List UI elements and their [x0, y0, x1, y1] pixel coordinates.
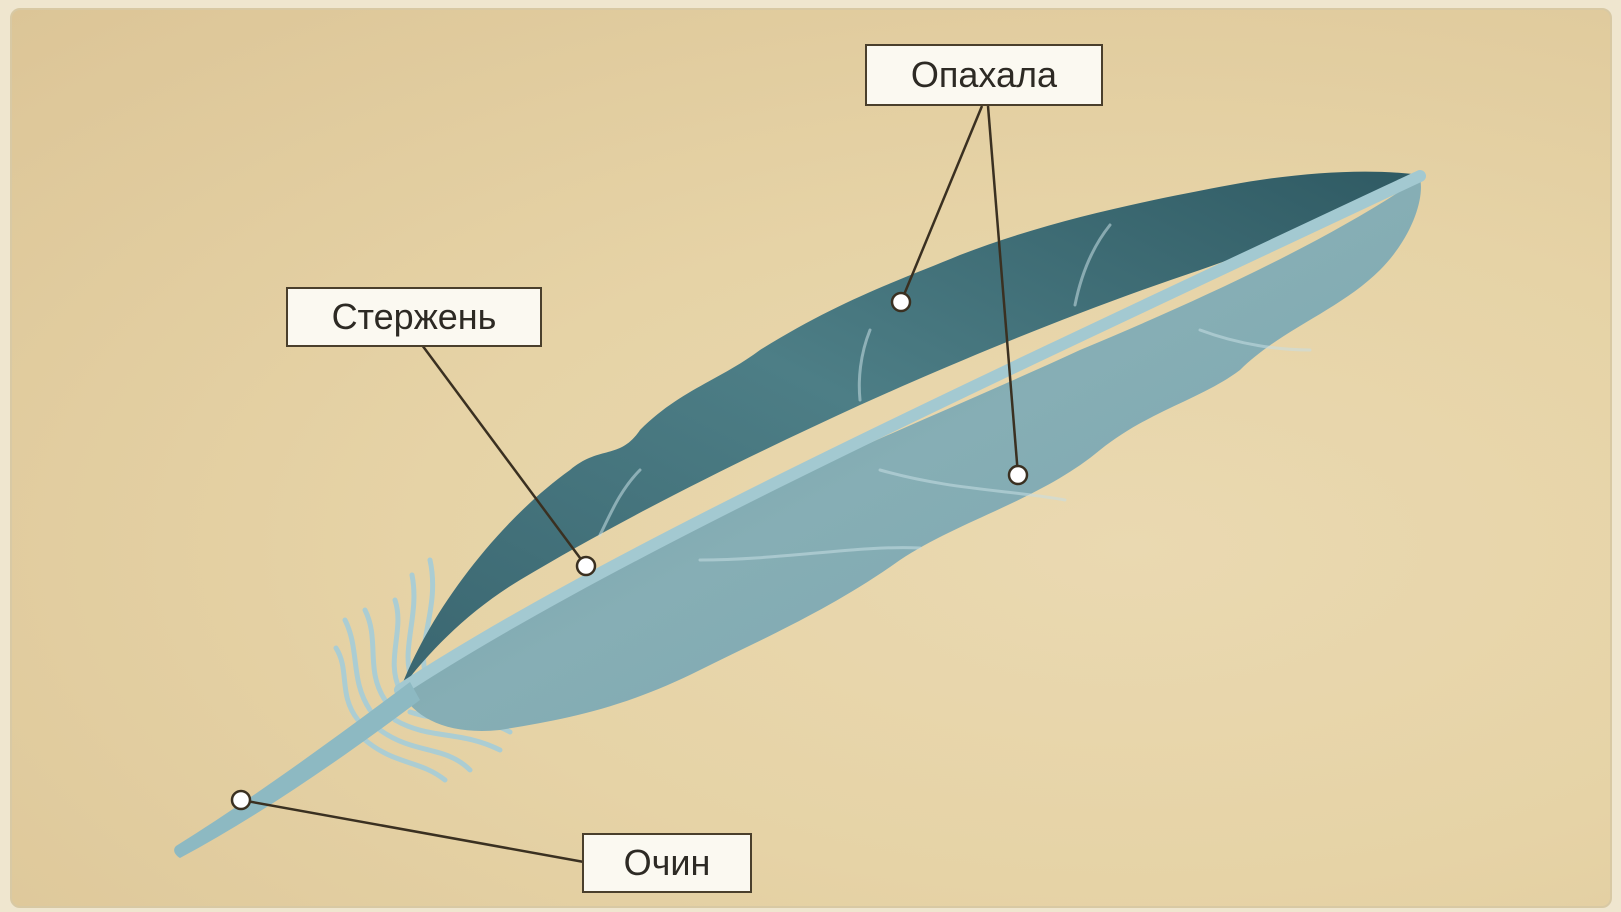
anchor-quill	[232, 791, 250, 809]
quill	[174, 682, 420, 858]
anchor-shaft	[577, 557, 595, 575]
lower-vane	[400, 178, 1421, 731]
label-shaft: Стержень	[286, 287, 542, 347]
anchor-vane-lower	[1009, 466, 1027, 484]
label-quill: Очин	[582, 833, 752, 893]
anchor-vane-upper	[892, 293, 910, 311]
label-vanes: Опахала	[865, 44, 1103, 106]
